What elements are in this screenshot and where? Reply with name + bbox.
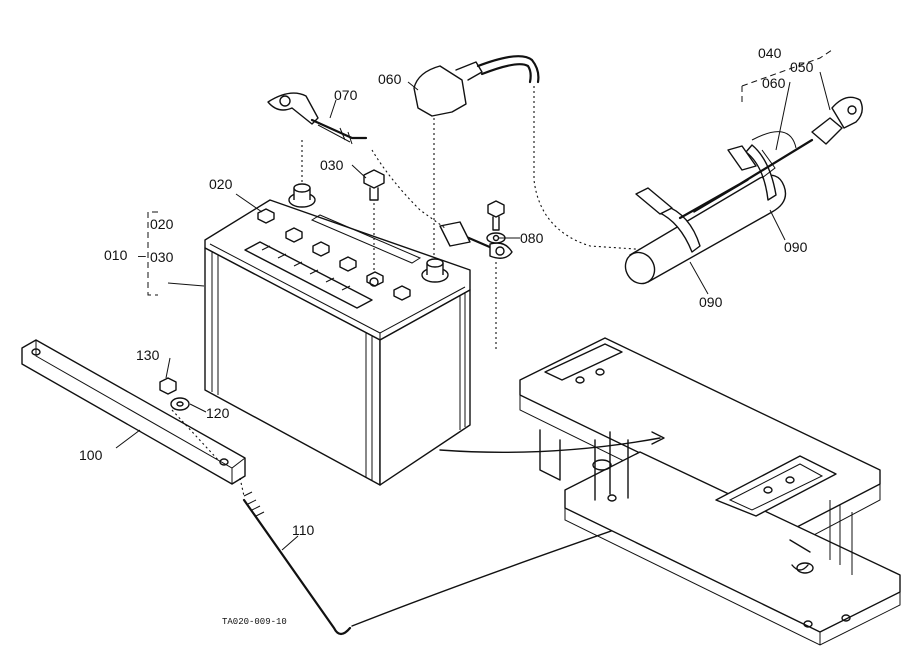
label-060-left: 060: [378, 71, 402, 87]
battery-terminal-positive: [288, 183, 316, 208]
cable-tube-090: [624, 49, 863, 285]
part-080-bolt: [486, 200, 506, 350]
label-110: 110: [292, 522, 315, 538]
label-010: 010: [104, 247, 128, 263]
battery-tray: [439, 337, 901, 646]
part-030-plug: [363, 169, 385, 287]
label-010-dash: –: [138, 247, 146, 263]
drawing-code: TA020-009-10: [222, 617, 287, 627]
cell-caps: [257, 208, 411, 301]
label-080: 080: [520, 230, 544, 246]
label-040: 040: [758, 45, 782, 61]
leader-lines: [115, 71, 831, 551]
positive-cable: [267, 92, 368, 182]
label-130: 130: [136, 347, 160, 363]
negative-cable: [371, 55, 651, 259]
label-030-group: 030: [150, 249, 174, 265]
label-060-right: 060: [762, 75, 786, 91]
label-120: 120: [206, 405, 230, 421]
hold-down-bar: [21, 339, 246, 485]
label-050: 050: [790, 59, 814, 75]
label-020-group: 020: [150, 216, 174, 232]
label-100: 100: [79, 447, 103, 463]
nut-and-washer: [159, 377, 221, 463]
label-030: 030: [320, 157, 344, 173]
battery-terminal-negative: [421, 258, 449, 283]
part-labels: 010 – 020 030 020 030 070 060 080 040 05…: [79, 45, 814, 627]
label-090-upper: 090: [784, 239, 808, 255]
label-020: 020: [209, 176, 233, 192]
label-090-lower: 090: [699, 294, 723, 310]
battery: [204, 183, 471, 486]
label-070: 070: [334, 87, 358, 103]
